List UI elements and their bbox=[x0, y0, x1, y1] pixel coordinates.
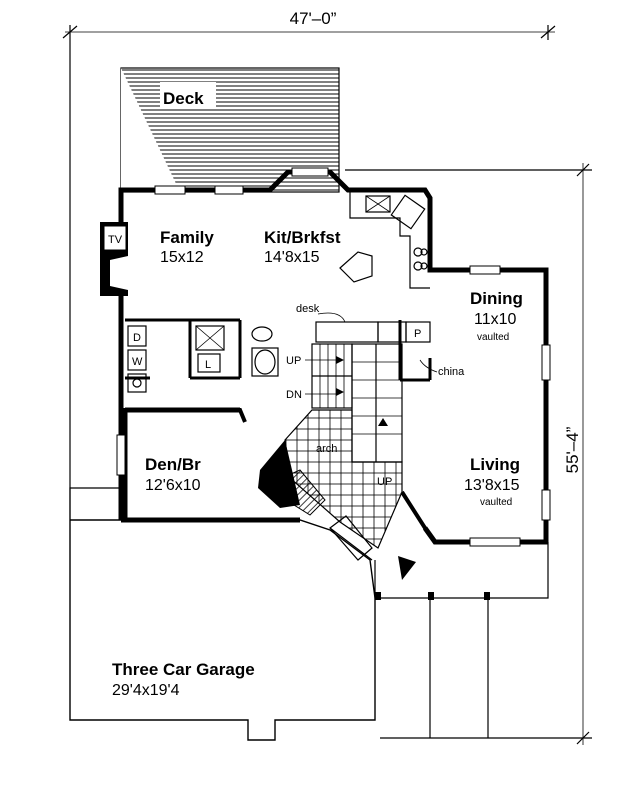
china-label: china bbox=[438, 366, 465, 378]
family-name: Family bbox=[160, 228, 214, 247]
kitchen-name: Kit/Brkfst bbox=[264, 228, 341, 247]
garage bbox=[69, 487, 376, 741]
garage-size: 29'4x19'4 bbox=[112, 682, 180, 699]
family-size: 15x12 bbox=[160, 249, 204, 266]
den-size: 12'6x10 bbox=[145, 477, 201, 494]
interior-walls bbox=[125, 318, 432, 423]
width-dimension-label: 47'–0” bbox=[290, 9, 337, 28]
overall-depth-dimension: 55'–4” bbox=[345, 163, 592, 745]
windows bbox=[116, 167, 551, 547]
garage-name: Three Car Garage bbox=[112, 660, 255, 679]
desk-pantry: P desk china bbox=[296, 303, 465, 378]
stair-down-label: DN bbox=[286, 389, 302, 401]
overall-width-dimension: 47'–0” bbox=[62, 9, 556, 520]
linen-label: L bbox=[205, 359, 211, 371]
tv-label: TV bbox=[108, 234, 123, 246]
room-living: Living 13'8x15 vaulted bbox=[464, 455, 520, 508]
room-den: Den/Br 12'6x10 bbox=[145, 455, 201, 494]
entry-porch bbox=[329, 490, 549, 738]
foyer-up-label: UP bbox=[377, 476, 392, 488]
living-name: Living bbox=[470, 455, 520, 474]
room-dining: Dining 11x10 vaulted bbox=[470, 289, 523, 343]
room-family: Family 15x12 bbox=[160, 228, 214, 266]
stair-up-label: UP bbox=[286, 355, 301, 367]
deck-label: Deck bbox=[163, 89, 204, 108]
dining-size: 11x10 bbox=[474, 311, 517, 328]
den-name: Den/Br bbox=[145, 455, 201, 474]
kitchen-counters bbox=[339, 192, 430, 289]
room-kitchen: Kit/Brkfst 14'8x15 bbox=[264, 228, 341, 266]
deck: Deck bbox=[120, 67, 340, 193]
depth-dimension-label: 55'–4” bbox=[563, 426, 582, 473]
desk-label: desk bbox=[296, 303, 320, 315]
fireplace: TV bbox=[100, 222, 128, 296]
washer-label: W bbox=[132, 356, 143, 368]
kitchen-size: 14'8x15 bbox=[264, 249, 320, 266]
room-garage: Three Car Garage 29'4x19'4 bbox=[112, 660, 255, 699]
pantry-label: P bbox=[414, 328, 421, 340]
dining-name: Dining bbox=[470, 289, 523, 308]
dryer-label: D bbox=[133, 332, 141, 344]
dining-note: vaulted bbox=[477, 332, 509, 343]
foyer-tile: arch UP bbox=[258, 409, 403, 549]
stairs: UP DN bbox=[286, 343, 403, 463]
laundry-area: D W L bbox=[127, 325, 279, 393]
arch-label: arch bbox=[316, 443, 337, 455]
living-note: vaulted bbox=[480, 497, 512, 508]
living-size: 13'8x15 bbox=[464, 477, 520, 494]
